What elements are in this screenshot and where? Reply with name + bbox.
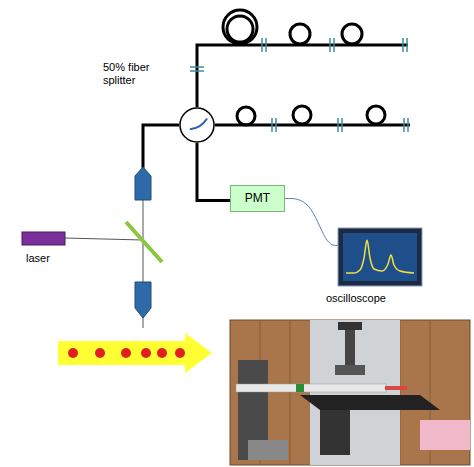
laser-source-outline [22,232,65,245]
fiber-splitter-outline [179,107,215,143]
signal-cable [285,199,338,246]
fiber-spool-right [215,106,410,125]
pmt-box: PMT [230,185,285,212]
beam-path [143,318,144,328]
setup-photo [230,320,470,465]
node-label: 50% fiber splitter [103,61,163,87]
oscilloscope: oscilloscope [338,228,422,286]
break-marks [190,38,408,132]
fiber-spool-top [197,10,408,107]
particles [68,348,185,358]
fiber [143,125,179,168]
beam-path [65,200,143,282]
optical-fiber [197,143,230,201]
node-label: oscilloscope [326,292,426,305]
flow-arrow [58,333,212,373]
node-label: laser [26,252,86,265]
oscilloscope-outline [338,228,422,286]
node-label: PMT [230,185,285,212]
laser-source: laser [22,232,65,245]
dichroic-mirror [126,222,162,262]
collimator-lens [135,282,151,318]
collimator-lens [135,167,151,200]
fiber-splitter: 50% fiber splitter [179,107,215,143]
